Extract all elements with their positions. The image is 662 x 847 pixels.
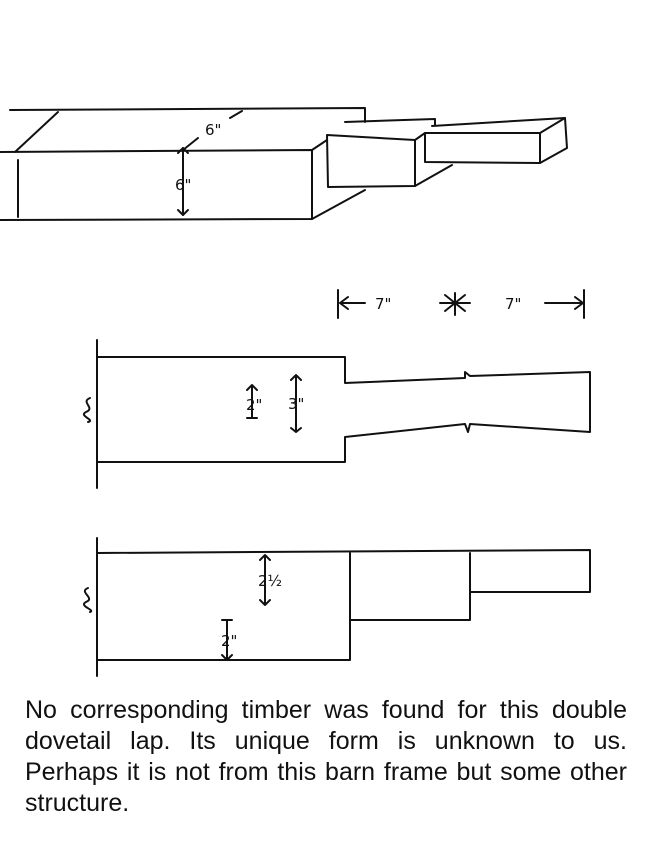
plan-view: 2" 3" bbox=[83, 339, 591, 489]
top-height-label: 6" bbox=[175, 176, 191, 194]
length-dimension: 7" 7" bbox=[337, 289, 585, 319]
mid-small-label: 2" bbox=[246, 396, 262, 414]
top-width-label: 6" bbox=[205, 121, 221, 139]
caption-text: No corresponding timber was found for th… bbox=[25, 696, 627, 817]
isometric-view: 6" 6" bbox=[0, 107, 568, 221]
dim-right-label: 7" bbox=[505, 295, 521, 313]
bot-upper-label: 2½ bbox=[258, 572, 282, 590]
bot-lower-label: 2" bbox=[221, 632, 237, 650]
dim-left-label: 7" bbox=[375, 295, 391, 313]
side-view: 2½ 2" bbox=[83, 537, 591, 677]
mid-large-label: 3" bbox=[288, 395, 304, 413]
